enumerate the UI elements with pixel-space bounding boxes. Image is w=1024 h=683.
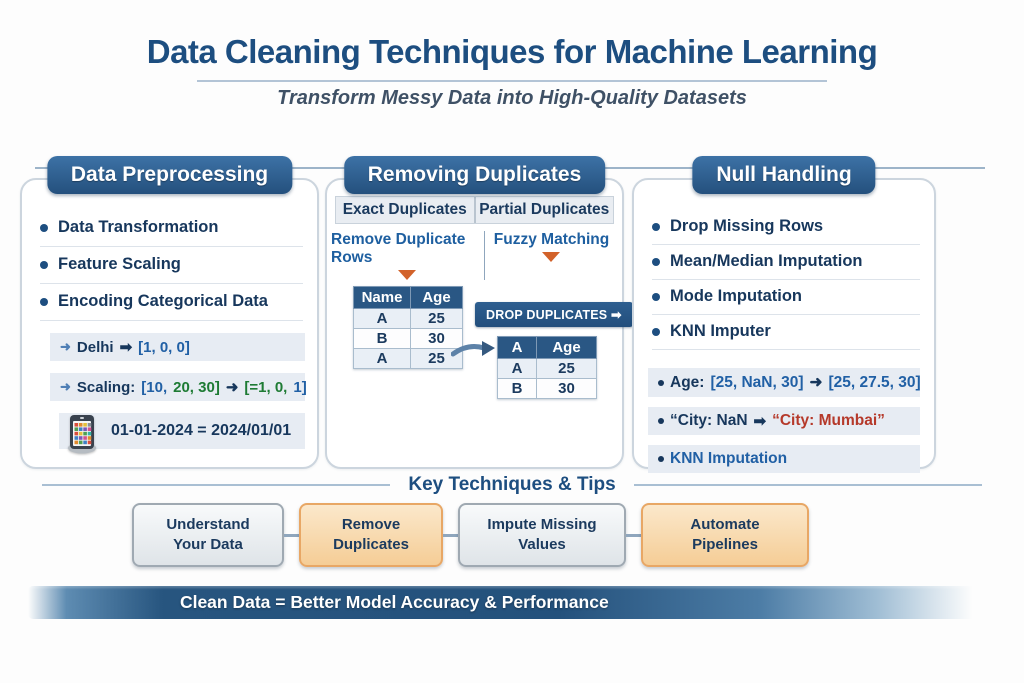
bullet-dot-icon [652, 327, 660, 336]
table-cell: 30 [536, 378, 597, 399]
panel-data-preprocessing: Data Preprocessing Data Transformation F… [20, 156, 319, 469]
table-cell: 25 [410, 348, 463, 369]
list-item-label: Drop Missing Rows [670, 217, 824, 235]
list-item-label: Mode Imputation [670, 287, 802, 305]
list-item-label: KNN Imputer [670, 322, 771, 340]
list-item: Data Transformation [40, 210, 303, 247]
list-item: Drop Missing Rows [652, 210, 920, 245]
panel-title-data-preprocessing: Data Preprocessing [46, 156, 293, 194]
list-item: Encoding Categorical Data [40, 284, 303, 321]
duplicate-type-bar: Exact Duplicates Partial Duplicates [335, 196, 614, 224]
drop-triangle-icon [542, 252, 561, 262]
bullet-dot-icon [40, 223, 48, 232]
tip-understand-your-data: Understand Your Data [132, 503, 284, 567]
tip-impute-missing-values: Impute Missing Values [458, 503, 626, 567]
title-underline [197, 80, 827, 82]
table-cell: 30 [410, 328, 463, 349]
table-cell: B [353, 328, 411, 349]
panel-null-handling: Null Handling Drop Missing Rows Mean/Med… [632, 156, 936, 473]
example-scaling: ➜ Scaling: [10, 20, 30] ➜ [=1, 0, 1] [50, 373, 307, 401]
panel-title-removing-duplicates: Removing Duplicates [343, 156, 606, 194]
small-arrow-icon: ➜ [60, 379, 71, 394]
example-encoding-delhi: ➜ Delhi ➡ [1, 0, 0] [50, 333, 305, 361]
tip-connector [443, 533, 458, 537]
list-item-label: Feature Scaling [58, 255, 181, 273]
example-date-format: 01-01-2024 = 2024/01/01 [59, 413, 305, 454]
tips-row: Understand Your Data Remove Duplicates I… [132, 503, 809, 567]
table-cell: B [497, 378, 537, 399]
table-cell: A [353, 348, 411, 369]
bullet-dot-icon [40, 260, 48, 269]
bullet-dot-icon [658, 418, 664, 424]
table-cell: A [497, 358, 537, 379]
list-item: Mode Imputation [652, 280, 920, 315]
method-remove-duplicate-rows: Remove Duplicate Rows [331, 231, 485, 280]
banner-text: Clean Data = Better Model Accuracy & Per… [179, 592, 609, 612]
bullet-dot-icon [652, 222, 660, 231]
small-arrow-icon: ➜ [60, 339, 71, 354]
table-header-row: A Age [497, 336, 597, 359]
bullet-dot-icon [658, 379, 664, 386]
drop-duplicates-button: DROP DUPLICATES ➡ [475, 302, 633, 327]
list-item-label: Mean/Median Imputation [670, 252, 863, 270]
table-header-cell: Name [353, 286, 411, 309]
bullet-dot-icon [652, 292, 660, 301]
table-cell: 25 [536, 358, 597, 379]
tip-connector [626, 533, 641, 537]
null-handling-list: Drop Missing Rows Mean/Median Imputation… [652, 210, 920, 350]
flow-arrow-icon [451, 341, 495, 357]
list-item-label: Encoding Categorical Data [58, 292, 268, 310]
bottom-banner: Clean Data = Better Model Accuracy & Per… [28, 586, 992, 619]
bold-arrow-icon: ➡ [119, 339, 133, 356]
list-item-label: Data Transformation [58, 218, 219, 236]
bullet-dot-icon [652, 257, 660, 266]
table-cell: 25 [410, 308, 463, 329]
method-fuzzy-matching: Fuzzy Matching [485, 231, 618, 280]
key-techniques-title: Key Techniques & Tips [408, 474, 616, 495]
heading-rule-right [633, 484, 983, 486]
duplicate-methods-row: Remove Duplicate Rows Fuzzy Matching [331, 231, 618, 280]
list-item: KNN Imputer [652, 315, 920, 350]
tab-partial-duplicates: Partial Duplicates [473, 197, 614, 223]
table-header-cell: Age [536, 336, 597, 359]
panel-removing-duplicates: Removing Duplicates Exact Duplicates Par… [325, 156, 633, 469]
key-techniques-heading: Key Techniques & Tips [42, 474, 983, 496]
panel-title-null-handling: Null Handling [692, 156, 876, 194]
tip-connector [284, 533, 299, 537]
small-arrow-icon: ➜ [225, 379, 239, 396]
example-age-imputation: Age: [25, NaN, 30] ➜ [25, 27.5, 30] [648, 368, 921, 397]
bullet-dot-icon [658, 456, 664, 462]
page-title: Data Cleaning Techniques for Machine Lea… [146, 33, 878, 70]
date-conversion-text: 01-01-2024 = 2024/01/01 [111, 422, 292, 439]
tip-remove-duplicates: Remove Duplicates [299, 503, 443, 567]
table-header-cell: A [497, 336, 537, 359]
example-knn-imputation: KNN Imputation [648, 445, 920, 473]
drop-triangle-icon [398, 270, 417, 280]
list-item: Mean/Median Imputation [652, 245, 920, 280]
preprocessing-list: Data Transformation Feature Scaling Enco… [40, 210, 303, 321]
table-header-cell: Age [410, 286, 463, 309]
list-item: Feature Scaling [40, 247, 303, 284]
table-cell: A [353, 308, 411, 329]
table-header-row: Name Age [353, 286, 463, 309]
small-arrow-icon: ➜ [809, 374, 823, 391]
bullet-dot-icon [40, 297, 48, 306]
heading-rule-left [42, 484, 391, 486]
bold-arrow-icon: ➡ [753, 413, 767, 430]
tab-exact-duplicates: Exact Duplicates [342, 201, 467, 218]
tip-automate-pipelines: Automate Pipelines [641, 503, 809, 567]
page-subtitle: Transform Messy Data into High-Quality D… [277, 87, 747, 109]
calendar-icon [68, 415, 96, 454]
example-city-imputation: “City: NaN ➡ “City: Mumbai” [648, 407, 920, 435]
